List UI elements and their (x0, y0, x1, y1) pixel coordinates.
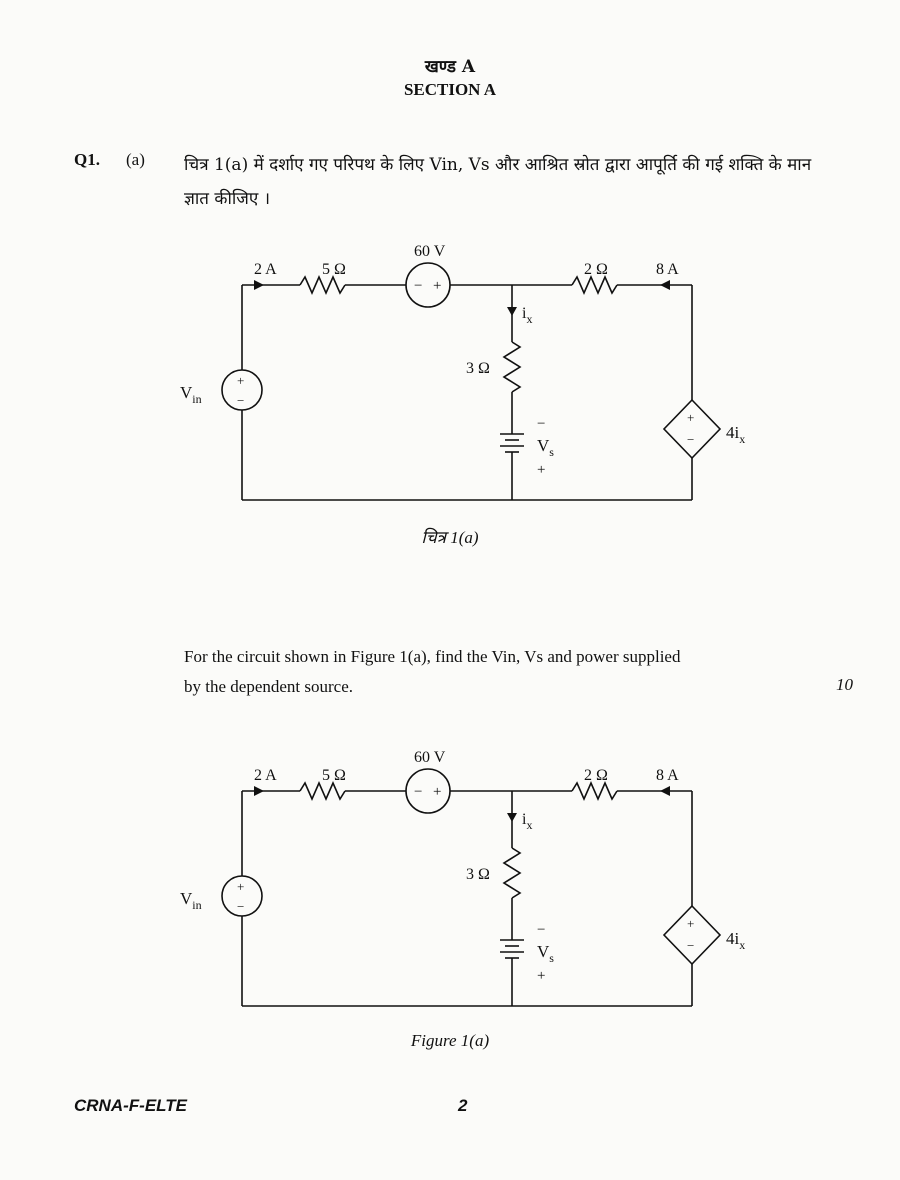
question-text-hindi: चित्र 1(a) में दर्शाए गए परिपथ के लिए Vi… (184, 155, 812, 209)
label-resistor-mid: 3 Ω (466, 866, 490, 883)
section-title-hindi: खण्ड A (424, 57, 476, 77)
label-source-voltage: 60 V (414, 243, 446, 260)
label-current-left: 2 A (254, 261, 277, 278)
label-battery-plus: + (537, 462, 545, 478)
label-current-left: 2 A (254, 767, 277, 784)
label-vin: Vin (180, 383, 202, 406)
label-battery-plus: + (537, 968, 545, 984)
label-dep-plus: + (687, 916, 694, 931)
label-vs: Vs (537, 942, 554, 965)
label-vin-plus: + (237, 373, 244, 388)
label-dep-minus: − (687, 432, 694, 447)
label-source-plus: + (433, 278, 441, 294)
label-resistor-left: 5 Ω (322, 767, 346, 784)
figure-caption-english: Figure 1(a) (410, 1031, 490, 1050)
label-dep-source: 4ix (726, 929, 745, 952)
question-text-english-line2: by the dependent source. (184, 677, 353, 696)
section-title-english: SECTION A (403, 80, 497, 99)
question-text-english-line1: For the circuit shown in Figure 1(a), fi… (184, 647, 681, 666)
label-source-voltage: 60 V (414, 749, 446, 766)
label-battery-minus: − (537, 416, 545, 432)
label-current-right: 8 A (656, 767, 679, 784)
label-vin-plus: + (237, 879, 244, 894)
label-branch-current: ix (522, 305, 532, 326)
label-branch-current: ix (522, 811, 532, 832)
label-source-minus: − (414, 278, 422, 294)
question-number: Q1. (74, 150, 100, 169)
label-vin-minus: − (237, 899, 244, 914)
label-source-minus: − (414, 784, 422, 800)
page-number: 2 (458, 1096, 468, 1115)
label-current-right: 8 A (656, 261, 679, 278)
label-source-plus: + (433, 784, 441, 800)
label-battery-minus: − (537, 922, 545, 938)
label-dep-minus: − (687, 938, 694, 953)
figure-caption-hindi: चित्र 1(a) (421, 528, 479, 547)
label-resistor-right: 2 Ω (584, 767, 608, 784)
label-vs: Vs (537, 436, 554, 459)
question-part: (a) (126, 150, 145, 169)
circuit-diagram-english: 2 A 5 Ω 60 V − + 2 Ω 8 A ix 3 Ω Vin + − … (180, 749, 745, 1007)
label-vin-minus: − (237, 393, 244, 408)
label-vin: Vin (180, 889, 202, 912)
label-resistor-right: 2 Ω (584, 261, 608, 278)
label-resistor-mid: 3 Ω (466, 360, 490, 377)
label-resistor-left: 5 Ω (322, 261, 346, 278)
question-text-english: For the circuit shown in Figure 1(a), fi… (184, 642, 824, 702)
label-dep-source: 4ix (726, 423, 745, 446)
question-marks: 10 (836, 675, 853, 694)
label-dep-plus: + (687, 410, 694, 425)
circuit-diagram-hindi: 2 A 5 Ω 60 V − + 2 Ω 8 A ix 3 Ω Vin + − … (180, 243, 745, 501)
paper-code: CRNA-F-ELTE (74, 1096, 187, 1115)
